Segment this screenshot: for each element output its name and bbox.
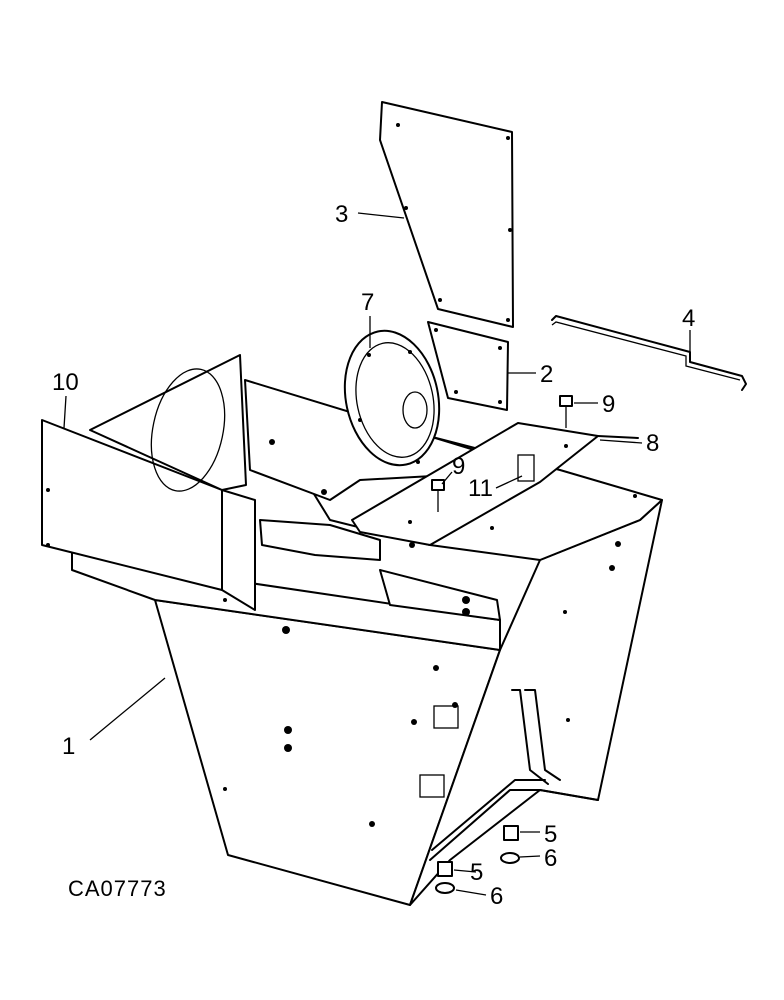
part-4-rod xyxy=(551,315,747,391)
callout-11: 11 xyxy=(468,475,493,502)
callout-4: 4 xyxy=(682,305,695,332)
callout-8: 8 xyxy=(646,430,659,457)
part-9-bolt xyxy=(431,479,445,512)
part-11-slot-tab xyxy=(517,454,535,482)
leader-lines xyxy=(63,212,691,896)
callout-1: 1 xyxy=(62,733,75,760)
part-5-bushing xyxy=(437,825,519,877)
callout-5b: 5 xyxy=(470,859,483,886)
callout-6a: 6 xyxy=(544,845,557,872)
part-2-cover-plate xyxy=(427,321,509,411)
callout-10: 10 xyxy=(52,369,79,396)
part-1-main-housing xyxy=(41,354,663,906)
callout-3: 3 xyxy=(335,201,348,228)
part-9-bolt xyxy=(559,395,573,428)
drawing-code: CA07773 xyxy=(68,876,167,901)
callout-9a: 9 xyxy=(602,391,615,418)
part-8-bracket-plate xyxy=(351,422,639,548)
part-6-washer xyxy=(435,852,520,894)
callout-7: 7 xyxy=(361,289,374,316)
callout-5a: 5 xyxy=(544,821,557,848)
part-3-upper-panel xyxy=(379,101,514,328)
callout-6b: 6 xyxy=(490,883,503,910)
callout-2: 2 xyxy=(540,361,553,388)
callout-9b: 9 xyxy=(452,453,465,480)
part-7-fan-shroud xyxy=(343,329,441,467)
